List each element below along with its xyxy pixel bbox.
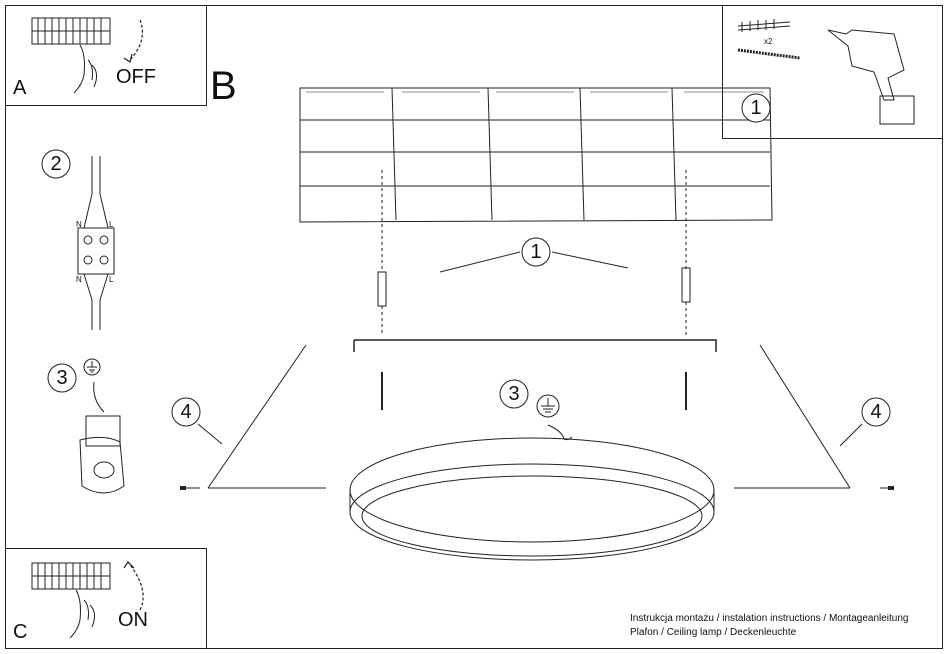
ceiling-lamp (349, 437, 715, 561)
tools-step-1-label: 1 (750, 97, 762, 119)
step-3-side-circle (47, 363, 77, 393)
step-4-left-label: 4 (180, 401, 192, 423)
wire-n-bottom: N (76, 275, 82, 284)
step-1-circle (521, 237, 551, 267)
footer-line-2: Plafon / Ceiling lamp / Deckenleuchte (630, 627, 797, 638)
ground-icon (536, 394, 560, 418)
tools-step-1-circle (741, 93, 771, 123)
mounting-bracket (353, 339, 717, 352)
ground-side-icon (83, 358, 101, 376)
panel-c-letter: C (13, 621, 28, 643)
wiring-connector (77, 156, 115, 330)
panel-b-letter: B (210, 64, 237, 108)
step-3-circle (499, 379, 529, 409)
screw-count: x2 (764, 37, 773, 46)
step-3-label: 3 (508, 383, 520, 405)
leader-lines-1 (439, 251, 629, 273)
step-1-label: 1 (530, 241, 542, 263)
arrow-down-icon (123, 19, 143, 63)
arrow-up-icon (123, 561, 144, 611)
panel-c-frame (5, 548, 207, 649)
drill-icon (827, 29, 915, 125)
step-4-right-label: 4 (870, 401, 882, 423)
fuse-box-off-icon (31, 17, 111, 94)
wall-plugs (377, 170, 691, 410)
fuse-box-on-icon (31, 562, 111, 639)
step-2-label: 2 (50, 153, 62, 175)
wire-l-bottom: L (109, 275, 114, 284)
wire-l-top: L (109, 220, 114, 229)
leader-lines-4 (197, 423, 863, 447)
bolt-markers (180, 486, 894, 490)
footer-line-1: Instrukcja montażu / instalation instruc… (630, 613, 909, 624)
step-2-circle (41, 149, 71, 179)
ground-terminal (79, 381, 125, 494)
step-4-left-circle (171, 397, 201, 427)
ceiling-grid (299, 87, 773, 223)
panel-c-action: ON (118, 609, 148, 631)
outer-frame (5, 5, 943, 649)
ground-wire (547, 424, 573, 441)
step-3-side-label: 3 (56, 367, 68, 389)
panel-a-action: OFF (116, 66, 156, 88)
perspective-lines (185, 344, 892, 489)
panel-a-letter: A (13, 77, 27, 99)
wire-n-top: N (76, 220, 82, 229)
tools-panel-frame (722, 5, 943, 139)
panel-a-frame (5, 5, 207, 106)
screws-icon (737, 19, 801, 60)
step-4-right-circle (861, 397, 891, 427)
